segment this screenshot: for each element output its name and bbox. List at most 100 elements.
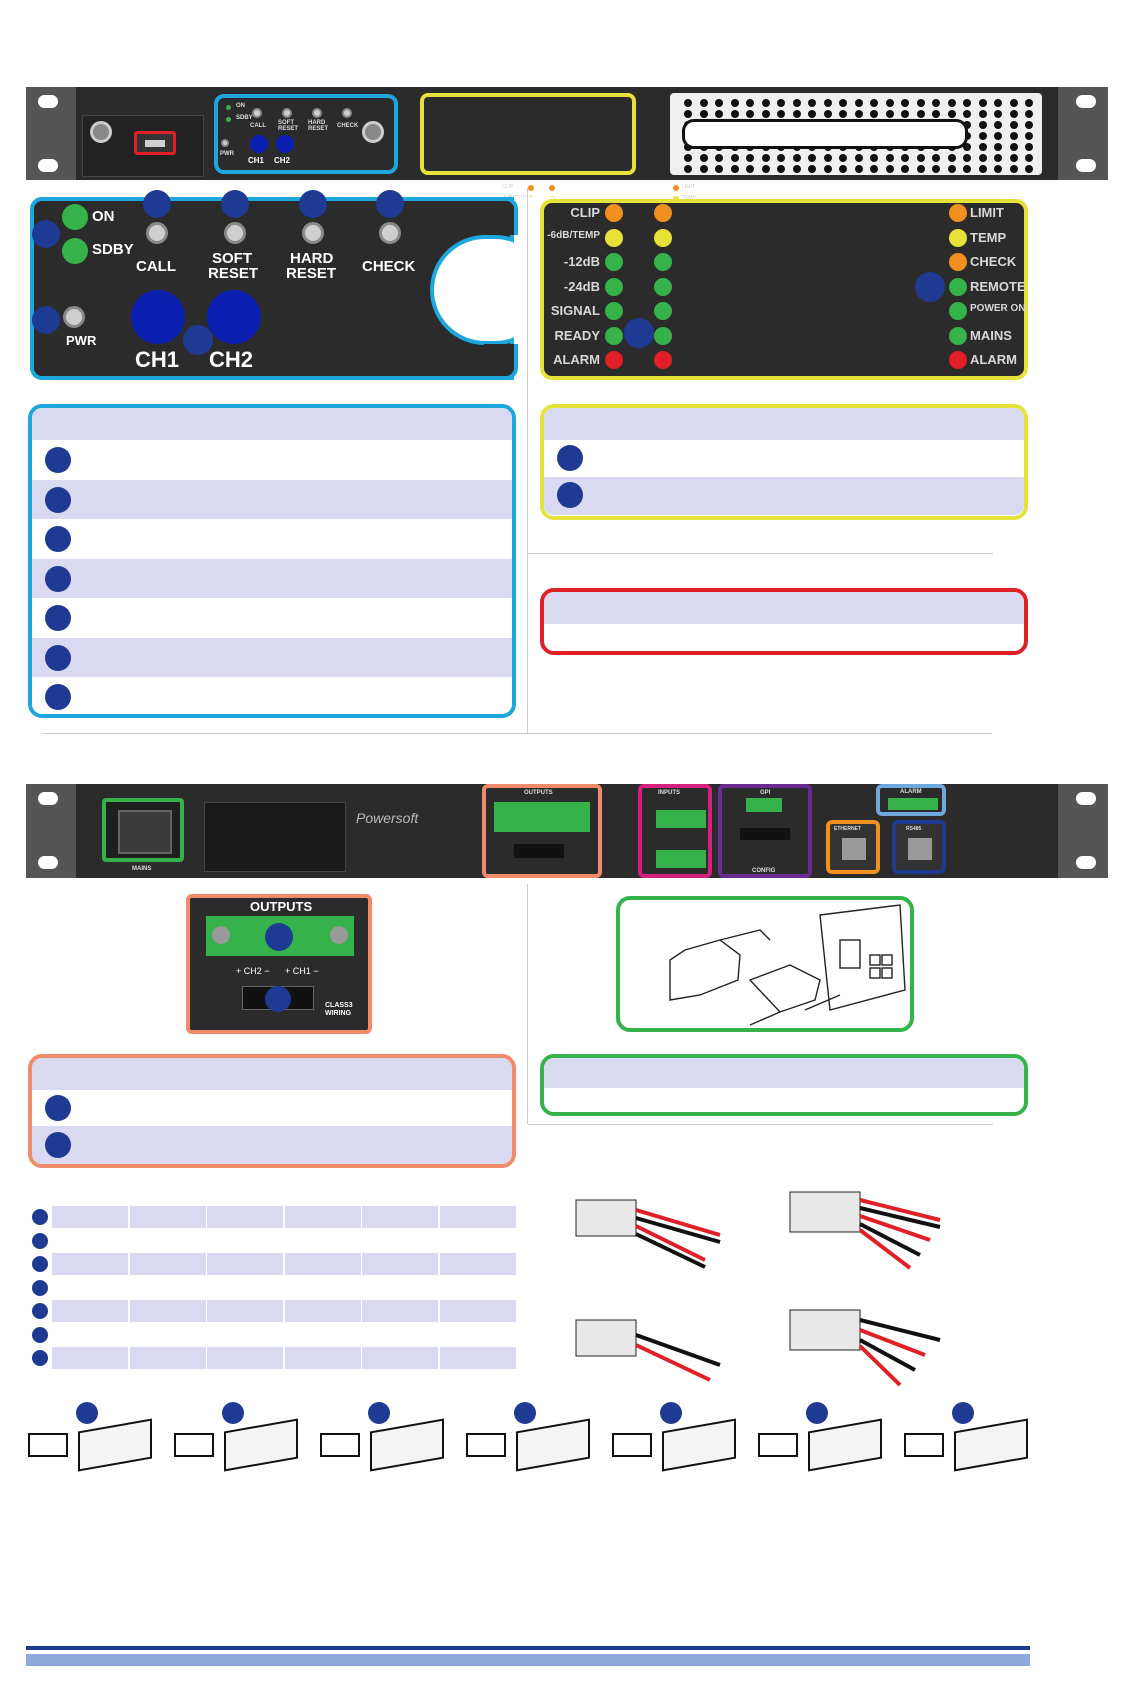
hard-reset-button-small[interactable] <box>312 108 322 118</box>
call-button[interactable] <box>146 222 168 244</box>
sdby-label: SDBY <box>92 241 134 258</box>
vent-hole <box>746 110 754 118</box>
zoom-led-right <box>949 228 967 247</box>
dip-illustration-callout <box>76 1402 98 1424</box>
callout-call <box>143 190 171 218</box>
zoom-led-label-right: CHECK <box>970 254 1017 269</box>
front-vent-grille <box>670 93 1042 175</box>
vent-hole <box>715 165 723 173</box>
rear-ethernet-port[interactable]: ETHERNET <box>826 820 880 874</box>
vent-hole <box>1009 110 1018 118</box>
vent-hole <box>994 165 1002 173</box>
callout-pwr <box>32 306 60 334</box>
small-led-left <box>528 185 534 191</box>
vent-hole <box>854 110 863 118</box>
dip-table-cell <box>284 1347 361 1369</box>
vent-hole <box>1009 132 1018 140</box>
controls-table-row-band <box>32 558 512 598</box>
dip-illustration-small-switch <box>904 1433 944 1457</box>
sdby-led <box>62 238 88 264</box>
footer-bar-light <box>26 1654 1030 1666</box>
vent-hole <box>854 154 863 162</box>
vent-hole <box>885 154 894 162</box>
vent-hole <box>792 99 801 107</box>
vent-hole <box>746 165 754 173</box>
terminal-screw-left <box>212 926 230 944</box>
zoom-outputs-ch1: + CH1 − <box>285 966 319 976</box>
ch1-knob-small[interactable] <box>250 135 268 153</box>
dip-table-cell <box>284 1206 361 1228</box>
vent-hole <box>730 99 739 107</box>
callout-soft-reset <box>221 190 249 218</box>
brand-logo: Powersoft <box>356 810 419 826</box>
controls-table-header <box>32 408 512 440</box>
lock-knob[interactable] <box>90 121 112 143</box>
vent-hole <box>901 154 909 162</box>
vent-hole <box>870 99 878 107</box>
vent-hole <box>699 154 708 162</box>
vent-hole <box>1025 132 1033 140</box>
rear-rs485-port[interactable]: RS485 <box>892 820 946 874</box>
dip-table-cell <box>284 1300 361 1322</box>
dip-table-cell <box>52 1300 128 1322</box>
vent-hole <box>746 99 754 107</box>
zoom-led-label-left: -24dB <box>563 278 600 294</box>
usb-port[interactable] <box>134 131 176 155</box>
vent-hole <box>854 165 863 173</box>
rear-config-block[interactable]: GPI CONFIG <box>718 784 812 878</box>
vent-hole <box>901 165 909 173</box>
mains-inlet[interactable] <box>102 798 184 862</box>
vent-hole <box>715 154 723 162</box>
small-led-mid <box>549 185 555 191</box>
pwr-button[interactable] <box>63 306 85 328</box>
mains-connector-illustration <box>669 904 906 1026</box>
pwr-button-small[interactable] <box>221 139 229 147</box>
soft-reset-button[interactable] <box>224 222 246 244</box>
zoom-led-left <box>605 204 623 222</box>
vent-hole <box>792 110 801 118</box>
vent-hole <box>994 132 1002 140</box>
ch2-gain-knob[interactable] <box>207 290 261 344</box>
vent-hole <box>978 121 987 129</box>
zoom-led-label-right: TEMP <box>970 229 1007 245</box>
vent-hole <box>808 165 816 173</box>
vent-hole <box>1025 143 1033 151</box>
check-button[interactable] <box>379 222 401 244</box>
rear-alarm-block[interactable]: ALARM <box>876 784 946 816</box>
callout-remote <box>915 272 945 302</box>
vent-hole <box>994 154 1002 162</box>
lock-knob-2[interactable] <box>362 121 384 143</box>
vent-hole <box>823 165 832 173</box>
on-led <box>62 204 88 230</box>
vent-hole <box>730 165 739 173</box>
rear-inputs-block[interactable]: INPUTS <box>638 784 712 878</box>
zoom-led-label-left: -12dB <box>563 254 600 269</box>
soft-reset-button-small[interactable] <box>282 108 292 118</box>
check-label: CHECK <box>362 258 416 275</box>
sdby-led-small <box>226 117 231 122</box>
vent-hole <box>994 143 1002 151</box>
dip-table-cell <box>129 1253 206 1275</box>
rear-outputs-block[interactable]: OUTPUTS <box>482 784 602 878</box>
callout-controls-row <box>45 447 71 473</box>
ch1-gain-knob[interactable] <box>131 290 185 344</box>
dip-table-cell <box>439 1300 516 1322</box>
vent-hole <box>684 154 692 162</box>
zoom-led-label-right: MAINS <box>970 327 1012 343</box>
vent-hole <box>839 165 847 173</box>
call-button-small[interactable] <box>252 108 262 118</box>
vent-hole <box>994 121 1002 129</box>
vent-hole <box>777 165 785 173</box>
dip-illustration-small-switch <box>612 1433 652 1457</box>
vent-hole <box>978 143 987 151</box>
ch2-knob-small[interactable] <box>276 135 294 153</box>
zoom-led-mid <box>654 277 672 296</box>
vent-hole <box>978 154 987 162</box>
hard-reset-button[interactable] <box>302 222 324 244</box>
dip-table-row-callout <box>32 1209 48 1225</box>
vertical-divider-top <box>527 188 528 733</box>
rear-outputs-label: OUTPUTS <box>524 790 553 796</box>
vent-hole <box>808 99 816 107</box>
check-button-small[interactable] <box>342 108 352 118</box>
